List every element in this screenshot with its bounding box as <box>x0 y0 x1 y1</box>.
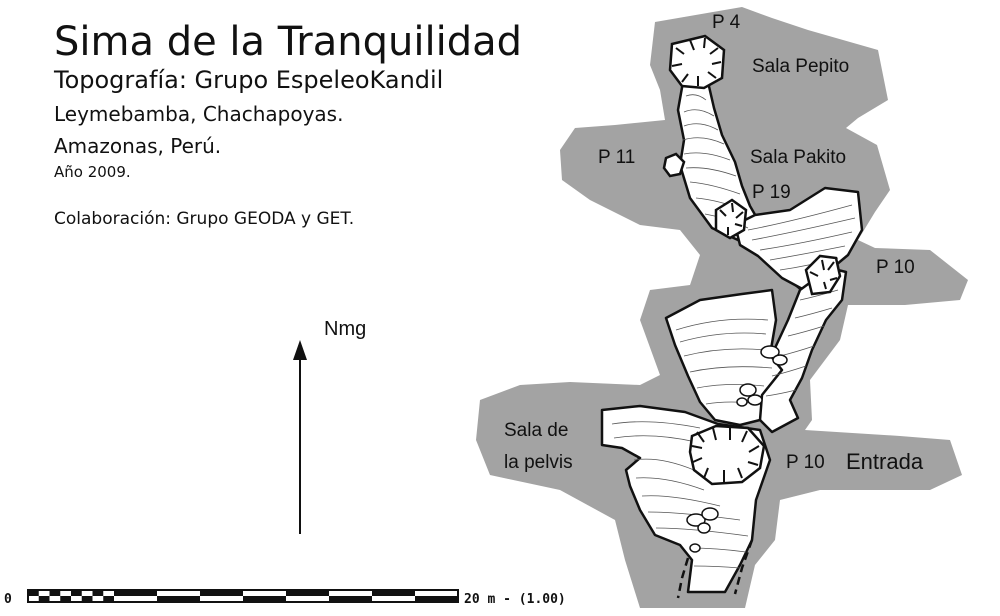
scale-bar <box>27 589 459 603</box>
location-line-2: Amazonas, Perú. <box>54 134 222 158</box>
north-label: Nmg <box>324 318 367 340</box>
label-p4: P 4 <box>712 12 741 33</box>
scale-length-label: 20 m - (1.00) <box>464 592 566 607</box>
label-sala-pelvis-line1: Sala de <box>504 420 569 441</box>
survey-credit: Topografía: Grupo EspeleoKandil <box>54 66 444 94</box>
label-sala-pakito: Sala Pakito <box>750 147 847 168</box>
pit-p11 <box>662 152 686 178</box>
location-line-1: Leymebamba, Chachapoyas. <box>54 102 344 126</box>
pit-p19 <box>714 198 748 240</box>
pit-p10-entrada <box>688 424 766 486</box>
label-entrada: Entrada <box>846 449 924 474</box>
map-title: Sima de la Tranquilidad <box>54 19 522 65</box>
label-p10: P 10 <box>876 257 915 278</box>
label-sala-pepito: Sala Pepito <box>752 56 850 77</box>
collaboration-credit: Colaboración: Grupo GEODA y GET. <box>54 209 355 229</box>
label-sala-pelvis-line2: la pelvis <box>504 452 573 473</box>
north-arrow-icon <box>293 340 307 534</box>
label-p19: P 19 <box>752 182 791 203</box>
label-p11: P 11 <box>598 147 636 168</box>
label-p10-entrada-number: P 10 <box>786 452 825 473</box>
survey-year: Año 2009. <box>54 163 131 181</box>
scale-zero-label: 0 <box>4 592 12 607</box>
